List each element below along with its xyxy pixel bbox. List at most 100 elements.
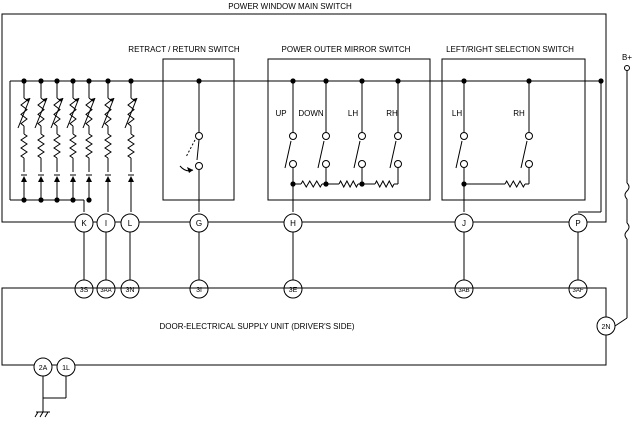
junction-dot <box>21 197 27 203</box>
diode-icon <box>54 176 60 182</box>
ground-icon <box>34 411 50 418</box>
terminal-label-J: J <box>462 219 466 228</box>
main-switch-title: POWER WINDOW MAIN SWITCH <box>228 2 352 11</box>
fuse-icon <box>624 222 630 240</box>
resistor-icon <box>53 97 61 127</box>
terminal-3AA <box>96 279 116 299</box>
terminal-3I <box>189 279 209 299</box>
resistor-icon <box>504 179 526 189</box>
battery-supply: B+ <box>614 53 632 327</box>
terminal-label-H: H <box>290 219 296 228</box>
resistor-icon <box>374 179 395 189</box>
terminal-2A-label: 2A <box>39 365 48 372</box>
diode-icon <box>38 176 44 182</box>
resistor-icon <box>20 133 28 159</box>
junction-dot <box>323 181 329 187</box>
selection-label-rh: RH <box>513 109 525 118</box>
resistor-icon <box>127 133 135 159</box>
terminal-L <box>120 213 140 233</box>
terminal-3E <box>283 279 303 299</box>
retract-return-switch: RETRACT / RETURN SWITCH <box>128 45 240 212</box>
terminal-K <box>74 213 94 233</box>
resistor-icon <box>300 180 323 188</box>
selection-label-lh: LH <box>452 109 462 118</box>
diode-icon <box>128 176 134 182</box>
terminal-label-3AB: 3AB <box>458 288 469 294</box>
terminal-G <box>189 213 209 233</box>
ground-connection: 2A 1L <box>33 357 76 418</box>
retract-switch-title: RETRACT / RETURN SWITCH <box>128 45 240 54</box>
variable-resistor-icon <box>124 97 138 129</box>
variable-resistor-icon <box>34 97 48 129</box>
variable-resistor-icon <box>50 97 64 129</box>
junction-dot <box>598 78 604 84</box>
supply-unit-title: DOOR-ELECTRICAL SUPPLY UNIT (DRIVER'S SI… <box>159 322 354 331</box>
resistor-icon <box>127 97 135 127</box>
switch-contact <box>358 160 366 168</box>
terminal-label-P: P <box>575 219 580 228</box>
terminal-label-3E: 3E <box>289 287 298 294</box>
switch-contact <box>289 160 297 168</box>
resistor-icon <box>85 133 93 159</box>
mirror-label-down: DOWN <box>298 109 324 118</box>
mirror-switch-title: POWER OUTER MIRROR SWITCH <box>282 45 411 54</box>
resistor-icon <box>37 97 45 127</box>
switch-contact <box>358 132 366 140</box>
terminal-label-3S: 3S <box>80 287 89 294</box>
terminal-label-G: G <box>196 219 202 228</box>
switch-contact <box>322 160 330 168</box>
switch-contact <box>525 132 533 140</box>
switch-contact <box>394 160 402 168</box>
switch-contact <box>460 160 468 168</box>
terminal-3AB <box>454 279 474 299</box>
terminal-3S <box>74 279 94 299</box>
diode-icon <box>21 176 27 182</box>
resistor-icon <box>85 97 93 127</box>
terminal-1L-label: 1L <box>62 365 70 372</box>
left-right-selection-switch: LEFT/RIGHT SELECTION SWITCH LH RH <box>441 45 586 212</box>
junction-dot <box>359 181 365 187</box>
resistor-icon <box>37 133 45 159</box>
diode-icon <box>86 176 92 182</box>
diode-icon <box>70 176 76 182</box>
switch-contact <box>322 132 330 140</box>
variable-resistor-icon <box>82 97 96 129</box>
terminal-label-I: I <box>105 219 107 228</box>
resistor-icon <box>104 97 112 127</box>
resistor-icon <box>69 133 77 159</box>
resistor-icon <box>53 133 61 159</box>
terminal-3AF <box>568 279 588 299</box>
switch-contact <box>289 132 297 140</box>
terminal-label-3AA: 3AA <box>100 288 111 294</box>
battery-label: B+ <box>622 53 632 62</box>
junction-dot <box>54 197 60 203</box>
terminal-H <box>283 213 303 233</box>
terminal-P <box>568 213 588 233</box>
resistor-icon <box>338 179 359 189</box>
terminal-2N <box>596 316 616 336</box>
junction-dot <box>86 197 92 203</box>
power-outer-mirror-switch: POWER OUTER MIRROR SWITCH UP DOWN LH RH <box>267 45 431 212</box>
resistor-icon <box>104 133 112 159</box>
mirror-label-rh: RH <box>386 109 398 118</box>
resistor-icon <box>20 97 28 127</box>
diode-icon <box>105 176 111 182</box>
switch-contact <box>525 160 533 168</box>
resistor-icon <box>69 97 77 127</box>
terminal-label-K: K <box>81 219 87 228</box>
junction-dot <box>70 197 76 203</box>
terminal-label-3AF: 3AF <box>572 288 583 294</box>
selection-switch-title: LEFT/RIGHT SELECTION SWITCH <box>446 45 574 54</box>
switch-contact <box>394 132 402 140</box>
junction-dot <box>38 197 44 203</box>
variable-resistor-icon <box>17 97 31 129</box>
terminal-I <box>96 213 116 233</box>
mirror-label-up: UP <box>275 109 286 118</box>
terminal-J <box>454 213 474 233</box>
variable-resistor-icon <box>101 97 115 129</box>
terminal-3N <box>120 279 140 299</box>
terminal-label-3I: 3I <box>196 287 202 294</box>
door-electrical-supply-unit: DOOR-ELECTRICAL SUPPLY UNIT (DRIVER'S SI… <box>1 287 616 366</box>
